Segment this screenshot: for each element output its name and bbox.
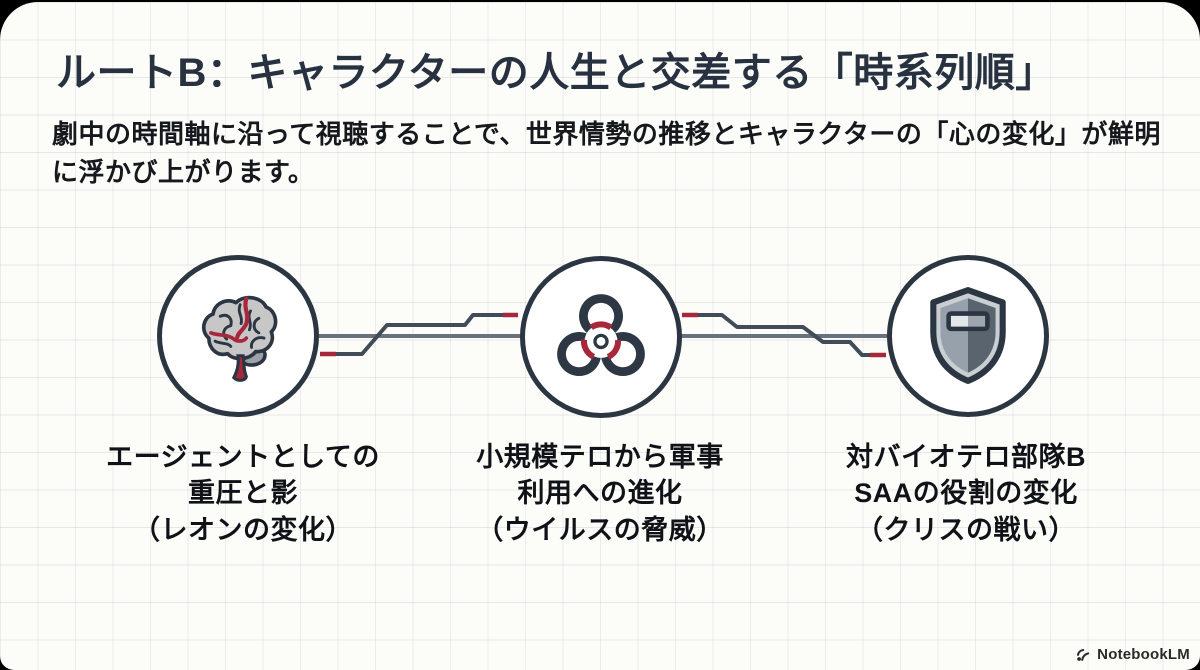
biohazard-icon [557,294,645,377]
timeline-node-leon [157,255,319,417]
timeline-node-virus [520,256,682,418]
timeline-node-bsaa [887,255,1049,417]
footer-brand-label: NotebookLM [1097,646,1190,663]
slide-subtitle: 劇中の時間軸に沿って視聴することで、世界情勢の推移とキャラクターの「心の変化」が… [52,119,1161,187]
brain-icon [201,295,278,382]
notebooklm-logo-icon [1077,648,1090,661]
node-caption-bsaa: 対バイオテロ部隊B SAAの役割の変化 （クリスの戦い） [846,442,1086,545]
node-caption-virus: 小規模テロから軍事 利用への進化 （ウイルスの脅威） [476,442,724,545]
slide-title: ルートB：キャラクターの人生と交差する「時系列順」 [56,51,1056,95]
footer-brand: NotebookLM [1075,646,1190,663]
shield-icon [930,287,1006,384]
node-caption-leon: エージェントとしての 重圧と影 （レオンの変化） [106,442,380,545]
